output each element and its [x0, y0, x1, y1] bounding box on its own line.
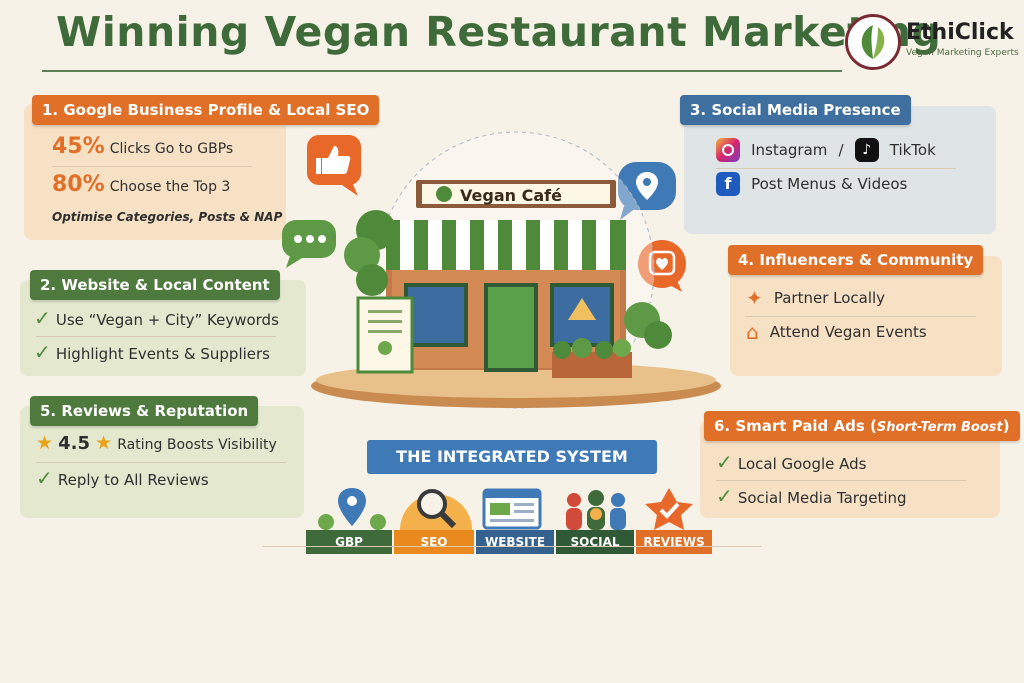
- rating-text: Rating Boosts Visibility: [117, 437, 277, 453]
- thumbs-up-icon: [302, 130, 372, 200]
- system-tab-reviews: REVIEWS: [636, 530, 712, 554]
- social-row: Instagram / ♪ TikTok: [716, 138, 936, 162]
- heart-icon: [636, 238, 688, 294]
- instagram-label: Instagram: [751, 141, 828, 159]
- logo-tagline: Vegan Marketing Experts: [906, 48, 1019, 58]
- review-star-icon: [634, 486, 704, 530]
- divider: [52, 166, 252, 167]
- list-item: ✓ Social Media Targeting: [716, 484, 907, 508]
- section1-note: Optimise Categories, Posts & NAP: [52, 210, 283, 224]
- section1-card: [24, 104, 286, 240]
- cafe-sign: Vegan Café: [460, 186, 562, 205]
- section4-heading: 4. Influencers & Community: [728, 245, 984, 275]
- checkmark-icon: ✓: [716, 450, 733, 474]
- page-title: Winning Vegan Restaurant Marketing: [56, 8, 942, 56]
- list-item: ✦ Partner Locally: [746, 286, 885, 310]
- divider: [716, 168, 956, 169]
- tiktok-icon: ♪: [854, 138, 879, 162]
- logo-name: EthiClick: [906, 20, 1014, 45]
- system-banner: THE INTEGRATED SYSTEM: [367, 440, 657, 474]
- chat-bubble-icon: [280, 218, 340, 268]
- section6-heading-text: 6. Smart Paid Ads (: [714, 417, 877, 435]
- list-item: ✓ Reply to All Reviews: [36, 466, 209, 490]
- house-icon: ⌂: [746, 320, 759, 344]
- section1-heading: 1. Google Business Profile & Local SEO: [32, 95, 380, 125]
- section5-heading: 5. Reviews & Reputation: [30, 396, 259, 426]
- instagram-icon: [716, 138, 740, 162]
- stat-label: Choose the Top 3: [109, 179, 231, 195]
- item-label: Use “Vegan + City” Keywords: [55, 311, 279, 329]
- section3-heading: 3. Social Media Presence: [680, 95, 911, 125]
- stat-row: 80% Choose the Top 3: [52, 172, 230, 197]
- ethiclick-logo: [845, 14, 901, 70]
- list-item: ⌂ Attend Vegan Events: [746, 320, 927, 344]
- handshake-icon: ✦: [746, 286, 763, 310]
- rating-row: ★ 4.5 ★ Rating Boosts Visibility: [36, 432, 277, 454]
- star-icon: ★: [36, 432, 54, 454]
- section6-heading-end: ): [1002, 417, 1010, 435]
- divider: [746, 316, 976, 317]
- checkmark-icon: ✓: [36, 466, 53, 490]
- system-tab-website: WEBSITE: [476, 530, 554, 554]
- stat-row: 45% Clicks Go to GBPs: [52, 134, 233, 159]
- magnifier-icon: [396, 486, 476, 530]
- tiktok-label: TikTok: [889, 141, 936, 159]
- people-icon: [556, 488, 636, 530]
- browser-icon: [480, 488, 544, 530]
- section2-heading: 2. Website & Local Content: [30, 270, 280, 300]
- item-label: Social Media Targeting: [737, 489, 907, 507]
- stat-value: 80%: [52, 172, 105, 197]
- divider: [36, 336, 276, 337]
- facebook-icon: f: [716, 172, 740, 196]
- list-item: f Post Menus & Videos: [716, 172, 907, 196]
- item-label: Attend Vegan Events: [769, 323, 927, 341]
- map-pin-icon: [312, 486, 392, 530]
- stat-value: 45%: [52, 134, 105, 159]
- bottom-divider: [262, 546, 762, 547]
- section6-heading: 6. Smart Paid Ads (Short-Term Boost): [704, 411, 1020, 441]
- item-label: Local Google Ads: [737, 455, 867, 473]
- separator: /: [838, 141, 844, 159]
- divider: [716, 480, 966, 481]
- list-item: ✓ Local Google Ads: [716, 450, 867, 474]
- star-icon: ★: [95, 432, 113, 454]
- checkmark-icon: ✓: [34, 306, 51, 330]
- checkmark-icon: ✓: [716, 484, 733, 508]
- list-item: ✓ Use “Vegan + City” Keywords: [34, 306, 279, 330]
- section6-heading-italic: Short-Term Boost: [876, 420, 1003, 435]
- item-label: Reply to All Reviews: [57, 471, 209, 489]
- section3-card: [684, 106, 996, 234]
- stat-label: Clicks Go to GBPs: [109, 141, 234, 157]
- list-item: ✓ Highlight Events & Suppliers: [34, 340, 270, 364]
- item-label: Post Menus & Videos: [751, 175, 908, 193]
- item-label: Partner Locally: [773, 289, 886, 307]
- rating-value: 4.5: [58, 433, 91, 454]
- divider: [36, 462, 286, 463]
- system-tab-gbp: GBP: [306, 530, 392, 554]
- location-pin-icon: [616, 160, 680, 220]
- system-tab-seo: SEO: [394, 530, 474, 554]
- system-tab-social: SOCIAL: [556, 530, 634, 554]
- title-divider: [42, 70, 842, 72]
- vegan-cafe-illustration: [311, 131, 721, 409]
- item-label: Highlight Events & Suppliers: [55, 345, 270, 363]
- checkmark-icon: ✓: [34, 340, 51, 364]
- leaf-icon: [861, 25, 885, 59]
